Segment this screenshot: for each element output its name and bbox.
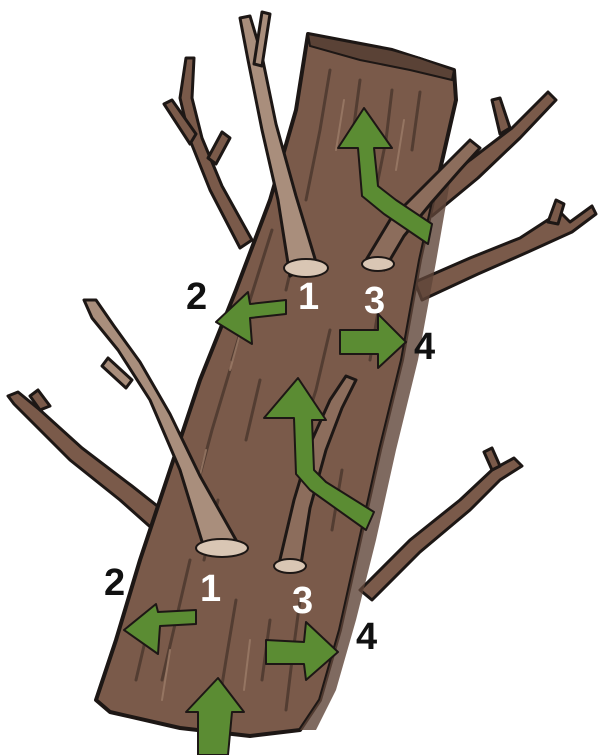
label-lower-3: 3	[292, 582, 313, 620]
label-upper-1: 1	[298, 278, 319, 316]
label-upper-4: 4	[414, 328, 435, 366]
label-upper-2: 2	[186, 278, 207, 316]
label-lower-4: 4	[356, 618, 377, 656]
label-lower-1: 1	[200, 570, 221, 608]
label-lower-2: 2	[104, 564, 125, 602]
label-upper-3: 3	[364, 282, 385, 320]
